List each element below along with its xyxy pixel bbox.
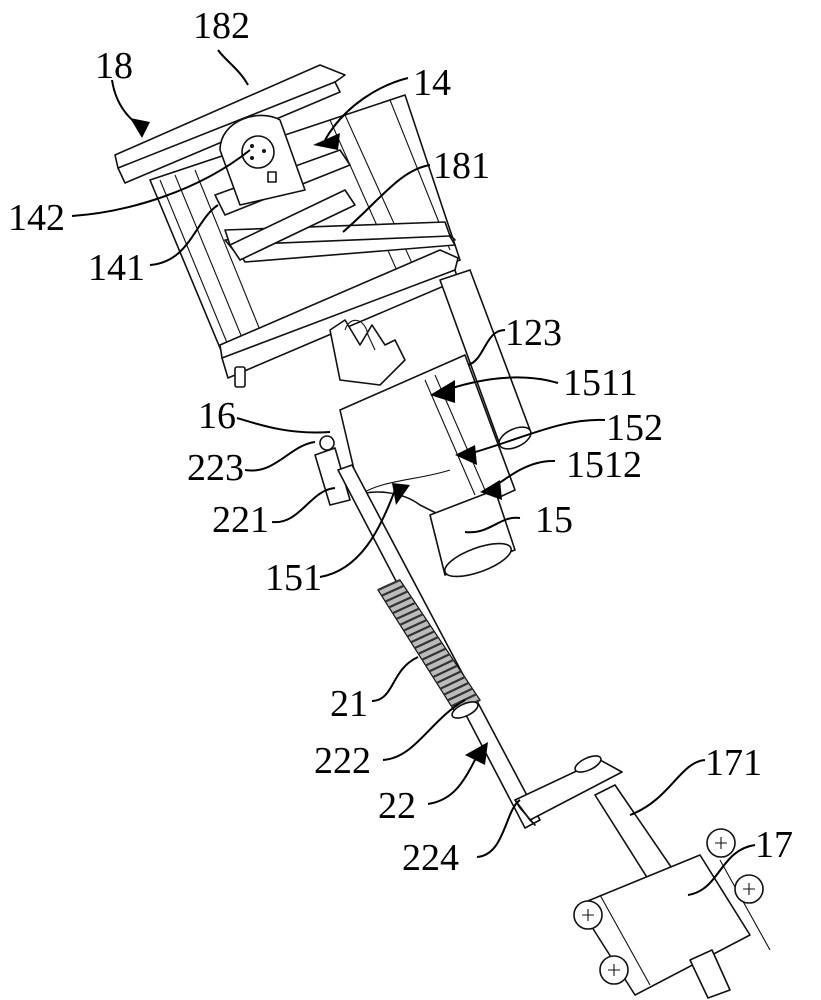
arrow-18 (130, 118, 150, 138)
label-151: 151 (265, 557, 322, 599)
label-142: 142 (8, 197, 65, 239)
pin (234, 366, 246, 388)
collar-222 (451, 701, 479, 719)
arrow-14 (313, 133, 340, 150)
clamp-17 (573, 828, 771, 999)
spring-coil (406, 624, 431, 638)
label-182: 182 (193, 5, 250, 47)
frame-18 (114, 64, 461, 388)
leader-lines (71, 49, 756, 896)
label-141: 141 (88, 247, 145, 289)
label-1511: 1511 (563, 362, 638, 404)
clip (329, 319, 406, 386)
label-18: 18 (95, 45, 133, 87)
arrow-151 (392, 483, 410, 505)
label-1512: 1512 (566, 444, 642, 486)
connector-142 (241, 135, 275, 169)
spring-coil (399, 613, 424, 626)
label-224: 224 (402, 837, 459, 879)
label-171: 171 (705, 742, 762, 784)
screw-3 (706, 828, 736, 858)
screw-1 (573, 900, 603, 930)
leader-171 (629, 759, 706, 816)
spring-coil (381, 584, 405, 597)
arrow-22 (465, 742, 488, 765)
screw-2 (599, 955, 629, 985)
leader-223 (244, 441, 316, 472)
leader-17 (687, 844, 756, 896)
leader-141 (149, 204, 219, 266)
label-223: 223 (187, 447, 244, 489)
leader-142 (71, 149, 251, 217)
arrow-1511 (430, 380, 455, 403)
bracket-171 (514, 755, 681, 891)
leader-123 (467, 329, 506, 366)
label-123: 123 (505, 312, 562, 354)
spring-coil (428, 659, 454, 673)
leader-224 (476, 799, 521, 858)
label-16: 16 (198, 395, 236, 437)
leader-182 (217, 49, 249, 86)
leader-151 (319, 489, 396, 578)
connector-key (267, 171, 277, 183)
spring-coil (443, 681, 470, 696)
spring-coil (432, 664, 458, 679)
spring-coil (403, 619, 428, 632)
spring-coil (377, 578, 401, 592)
label-181: 181 (433, 145, 490, 187)
leader-181 (342, 164, 431, 233)
spring-21 (377, 578, 481, 719)
spring-coil (384, 590, 409, 603)
spring-coil (425, 653, 450, 667)
bracket-141-base (229, 189, 356, 261)
leader-152 (464, 418, 606, 456)
spring-coil (388, 596, 412, 609)
label-222: 222 (314, 740, 371, 782)
pin-223 (319, 435, 335, 451)
cylinder-123 (439, 269, 532, 450)
spring-coil (421, 647, 447, 661)
spring-coil (417, 641, 443, 655)
screw-top (574, 755, 602, 773)
spring-coil (439, 676, 466, 690)
leader-15 (464, 516, 521, 534)
spring-coil (414, 636, 439, 650)
leader-21 (371, 656, 419, 702)
label-15: 15 (535, 499, 573, 541)
label-17: 17 (755, 824, 793, 866)
leader-222 (382, 699, 466, 761)
arrow-1512 (480, 480, 502, 500)
leader-221 (271, 487, 336, 524)
spring-coil (392, 601, 416, 615)
label-152: 152 (606, 407, 663, 449)
label-14: 14 (413, 62, 451, 104)
spring-coil (410, 630, 435, 644)
arrow-152 (455, 445, 477, 465)
reference-labels: 182 18 14 142 181 141 123 1511 16 152 22… (8, 5, 793, 879)
screw-4 (734, 874, 764, 904)
spring-coil (447, 687, 473, 702)
label-221: 221 (212, 499, 269, 541)
spring-coil (436, 670, 462, 684)
arm-end (514, 799, 536, 826)
leader-16 (236, 417, 331, 434)
spring-coil (395, 607, 420, 621)
label-21: 21 (330, 683, 368, 725)
leader-14 (324, 77, 409, 141)
spring-clip (329, 319, 406, 386)
label-22: 22 (378, 785, 416, 827)
clamp-shaft (689, 949, 731, 999)
